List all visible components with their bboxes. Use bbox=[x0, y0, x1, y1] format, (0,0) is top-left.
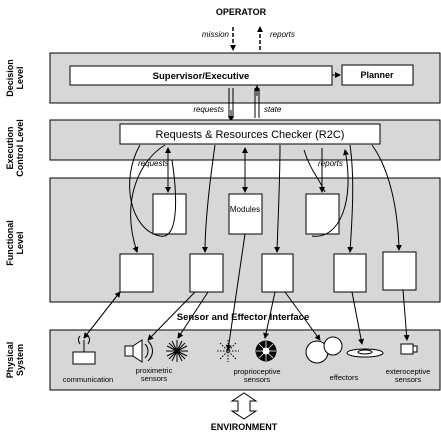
execution-level-label: ExecutionControl Level bbox=[5, 119, 25, 177]
module-box-4 bbox=[119, 253, 154, 293]
physical-system-band bbox=[49, 329, 441, 391]
starburst-icon bbox=[166, 340, 188, 362]
antenna-icon bbox=[72, 335, 96, 365]
module-device-links bbox=[83, 233, 410, 351]
mission-label: mission bbox=[202, 30, 230, 39]
r2c-box bbox=[119, 123, 381, 145]
module-box-7 bbox=[333, 253, 367, 293]
functional-level-label: FunctionalLevel bbox=[5, 220, 25, 266]
supervisor-label: Supervisor/Executive bbox=[153, 71, 250, 82]
state-double-line bbox=[254, 88, 260, 118]
environment-double-arrow bbox=[230, 392, 258, 420]
requests-label: requests bbox=[193, 105, 224, 114]
functional-reports-label: reports bbox=[318, 159, 343, 168]
module-box-8 bbox=[382, 251, 417, 291]
speaker-icon bbox=[124, 339, 153, 363]
planner-box bbox=[341, 64, 414, 86]
planner-label: Planner bbox=[360, 70, 394, 80]
module-box-2 bbox=[228, 193, 263, 235]
module-box-5 bbox=[189, 253, 224, 293]
module-box-1 bbox=[152, 193, 187, 235]
module-box-6 bbox=[261, 253, 294, 293]
disc-icon bbox=[346, 348, 384, 358]
environment-label: ENVIRONMENT bbox=[211, 422, 278, 432]
state-label: state bbox=[264, 105, 282, 114]
sunflower-icon bbox=[255, 340, 277, 362]
operator-label: OPERATOR bbox=[216, 7, 267, 17]
circles-icon bbox=[305, 336, 343, 364]
requests-double-line bbox=[228, 88, 234, 118]
functional-requests-label: requests bbox=[138, 159, 169, 168]
modules-label: Modules bbox=[230, 205, 260, 214]
interface-label: Sensor and Effector Interface bbox=[177, 312, 310, 323]
communication-label: communication bbox=[63, 375, 113, 384]
effectors-label: effectors bbox=[330, 373, 359, 382]
decision-level-label: DecisionLevel bbox=[5, 59, 25, 97]
module-box-3 bbox=[305, 193, 340, 235]
r2c-module-links bbox=[129, 144, 402, 253]
physical-level-label: PhysicalSystem bbox=[5, 342, 25, 379]
operator-reports-label: reports bbox=[270, 30, 295, 39]
camera-icon bbox=[400, 343, 418, 355]
r2c-label: Requests & Resources Checker (R2C) bbox=[156, 129, 345, 141]
